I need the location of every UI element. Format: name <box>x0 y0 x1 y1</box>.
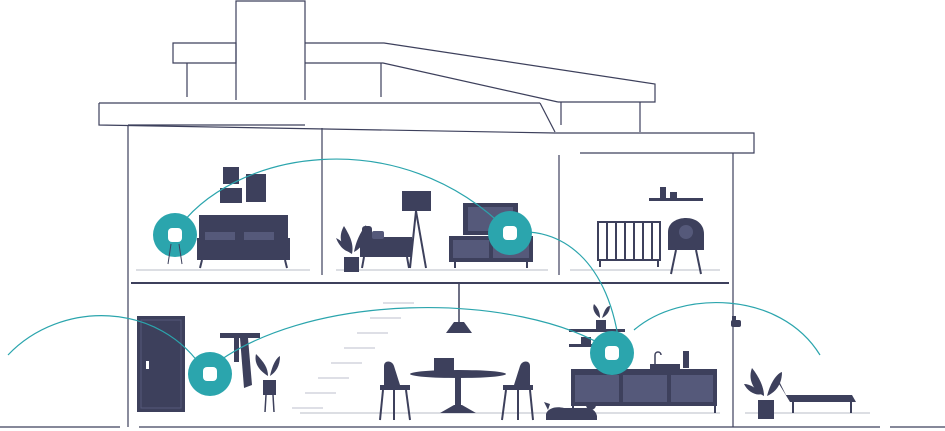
staircase <box>292 302 414 409</box>
armchair-nursery-icon <box>668 218 704 275</box>
plant-outdoor-icon <box>744 368 782 419</box>
floor-lamp-icon <box>402 191 431 269</box>
plant-kitchen-icon <box>593 304 610 329</box>
wall-shelf <box>649 187 703 201</box>
wifi-signal-arcs <box>7 158 821 373</box>
picture-frames <box>220 167 266 203</box>
chair-right-icon <box>501 361 534 421</box>
mesh-node-living-room <box>488 211 532 255</box>
plant-hall-icon <box>255 354 280 413</box>
lounge-chair-icon <box>776 377 856 413</box>
crib-icon <box>597 221 661 267</box>
chair-left-icon <box>379 361 411 421</box>
mesh-node-hallway <box>188 352 232 396</box>
bed-icon <box>197 215 290 269</box>
pendant-lamp-icon <box>446 284 472 333</box>
mesh-node-kitchen <box>590 331 634 375</box>
armchair-icon <box>360 226 412 269</box>
security-camera-icon <box>731 316 741 327</box>
dining-table-icon <box>410 370 506 413</box>
mesh-node-bedroom <box>153 213 197 265</box>
door-icon <box>137 316 185 412</box>
kitchen-shelves <box>569 329 625 347</box>
kitchen-counter-icon <box>571 351 717 413</box>
